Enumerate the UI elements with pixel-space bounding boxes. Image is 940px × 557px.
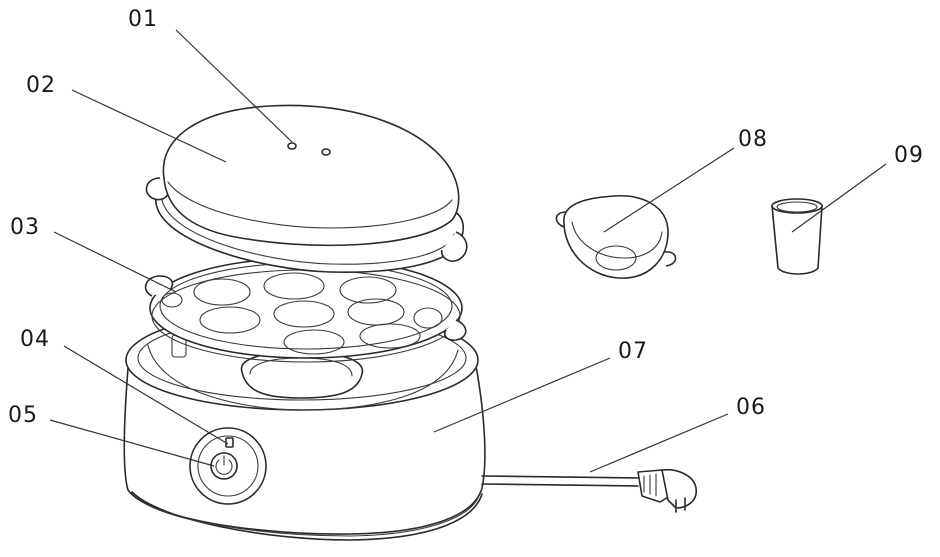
part-lid <box>145 104 468 274</box>
leader-03 <box>53 231 177 293</box>
part-measuring-cup <box>771 198 823 275</box>
part-control-panel <box>189 427 267 505</box>
leader-09 <box>791 163 887 233</box>
leader-01 <box>175 29 293 143</box>
egg-cups <box>161 272 443 355</box>
leader-04 <box>63 345 229 445</box>
label-05: 05 <box>8 403 38 428</box>
label-09: 09 <box>894 143 924 168</box>
part-power-cord <box>481 468 698 513</box>
power-switch <box>210 452 238 480</box>
label-06: 06 <box>736 395 766 420</box>
label-07: 07 <box>618 339 648 364</box>
leader-02 <box>71 89 227 163</box>
leader-07 <box>433 357 611 433</box>
leader-06 <box>589 413 729 473</box>
label-08: 08 <box>738 127 768 152</box>
part-labels: 01 02 03 04 05 06 07 08 09 <box>8 7 924 428</box>
leader-05 <box>49 419 215 467</box>
label-03: 03 <box>10 215 40 240</box>
label-01: 01 <box>128 7 158 32</box>
leader-lines <box>49 29 887 473</box>
leader-08 <box>603 147 735 233</box>
label-04: 04 <box>20 327 50 352</box>
label-02: 02 <box>26 73 56 98</box>
part-measuring-bowl <box>555 195 677 279</box>
